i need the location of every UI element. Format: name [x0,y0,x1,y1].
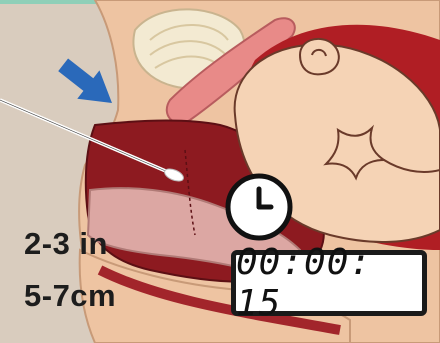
timer-display: 00:00: 15 [231,250,427,316]
clock-icon [228,176,290,238]
timer-readout: 00:00: 15 [236,242,422,324]
baby-ear [300,39,339,74]
measurement-inches: 2-3 in [24,228,108,259]
measurement-centimeters: 5-7cm [24,280,116,311]
